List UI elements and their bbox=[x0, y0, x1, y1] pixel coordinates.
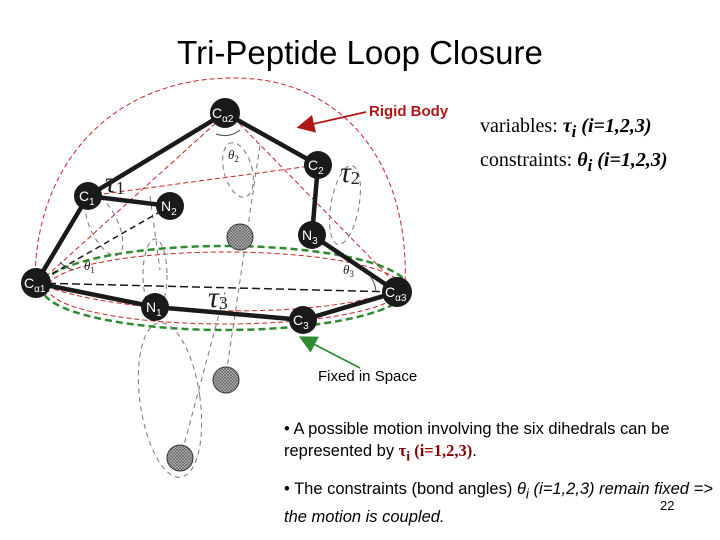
theta3-arc bbox=[369, 275, 377, 293]
svg-text:C3: C3 bbox=[293, 312, 309, 332]
theta1-arc bbox=[59, 261, 75, 271]
tau2-label: τ2 bbox=[340, 156, 360, 189]
atom-n2: N2 bbox=[156, 192, 184, 220]
page-number: 22 bbox=[660, 498, 675, 513]
svg-text:N2: N2 bbox=[161, 198, 177, 218]
fixed-space-arrow bbox=[298, 336, 361, 369]
slide-title: Tri-Peptide Loop Closure bbox=[177, 34, 543, 71]
fixed-base-line bbox=[35, 282, 398, 293]
tau3-label: τ3 bbox=[208, 281, 228, 314]
atom-ca3: Cα3 bbox=[382, 277, 412, 307]
tau1-label: τ1 bbox=[105, 166, 125, 199]
atom-ca2: Cα2 bbox=[210, 98, 240, 128]
svg-text:C1: C1 bbox=[79, 188, 95, 208]
atom-n3: N3 bbox=[298, 221, 326, 249]
variables-line: variables: τi (i=1,2,3) bbox=[480, 115, 652, 141]
atom-c2: C2 bbox=[304, 151, 332, 179]
svg-text:N1: N1 bbox=[146, 299, 162, 319]
atom-c1: C1 bbox=[74, 182, 102, 210]
fixed-plane-outline bbox=[40, 244, 410, 332]
variables-constraints: variables: τi (i=1,2,3) constraints: θi … bbox=[480, 112, 716, 180]
rigid-body-line-inner bbox=[87, 164, 319, 197]
fixed-in-space-label: Fixed in Space bbox=[318, 368, 417, 385]
n2-ca1-dashed bbox=[35, 205, 171, 284]
rotation-guides bbox=[84, 142, 361, 478]
theta1-label: θ1 bbox=[84, 258, 95, 275]
svg-text:Cα3: Cα3 bbox=[385, 284, 407, 304]
atom-n1: N1 bbox=[141, 293, 169, 321]
bullet-list: • A possible motion involving the six di… bbox=[284, 418, 714, 539]
bullet-1: • A possible motion involving the six di… bbox=[284, 420, 670, 464]
theta3-label: θ3 bbox=[343, 262, 354, 279]
bullet-2: • The constraints (bond angles) θi (i=1,… bbox=[284, 480, 713, 526]
rigid-body-line-left bbox=[39, 111, 229, 283]
svg-text:N3: N3 bbox=[302, 227, 318, 247]
theta2-arc bbox=[215, 129, 241, 137]
svg-text:Cα1: Cα1 bbox=[24, 275, 46, 295]
atom-ca1: Cα1 bbox=[21, 268, 51, 298]
svg-text:C2: C2 bbox=[308, 157, 324, 177]
atom-c3: C3 bbox=[289, 306, 317, 334]
rigid-body-arrow bbox=[296, 111, 367, 133]
theta2-label: θ2 bbox=[228, 147, 239, 164]
constraints-line: constraints: θi (i=1,2,3) bbox=[480, 149, 668, 175]
svg-text:Cα2: Cα2 bbox=[212, 105, 234, 125]
rigid-body-outline bbox=[34, 77, 406, 312]
rigid-body-label: Rigid Body bbox=[369, 103, 449, 120]
ghost-atoms bbox=[166, 223, 254, 472]
